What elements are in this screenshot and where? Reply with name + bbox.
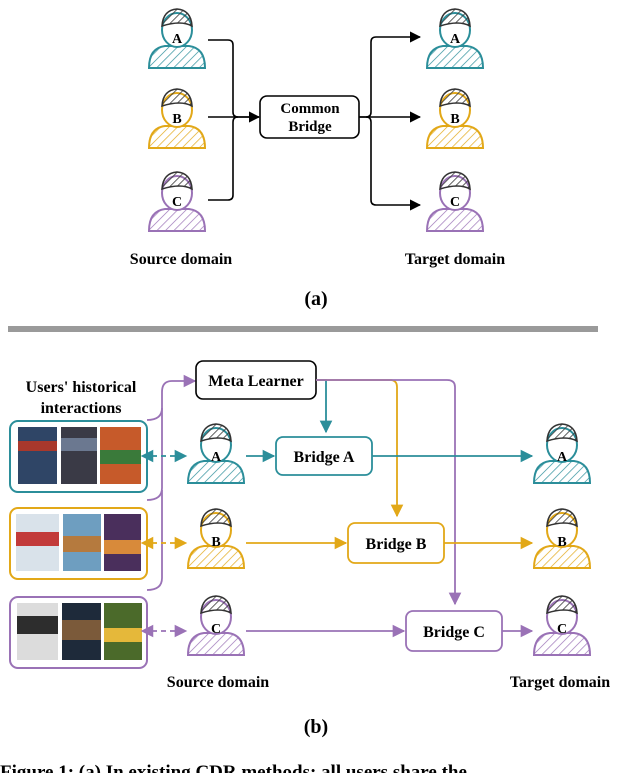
user-letter: B [172, 112, 181, 127]
user-icon-c-target: C [425, 171, 485, 232]
user-icon-a-source-b: A [186, 423, 246, 484]
user-icon-c-source-b: C [186, 595, 246, 656]
user-icon-a-target-b: A [532, 423, 592, 484]
history-box-a [9, 420, 148, 493]
user-icon-b-source: B [147, 88, 207, 149]
user-letter: C [450, 195, 460, 210]
common-bridge-line-2: Bridge [288, 119, 332, 135]
user-letter: A [557, 450, 568, 465]
bridge-c-label: Bridge C [423, 624, 485, 641]
source-domain-label-b: Source domain [167, 674, 269, 691]
meta-learner-label: Meta Learner [208, 373, 304, 390]
bridge-a-label: Bridge A [294, 449, 355, 466]
user-letter: C [211, 622, 221, 637]
history-bracket-b [146, 408, 163, 501]
user-icon-b-target: B [425, 88, 485, 149]
connector-bridge-to-a [359, 31, 422, 118]
user-letter: B [450, 112, 459, 127]
meta-to-bridge-c [316, 379, 462, 606]
panel-divider [8, 326, 598, 332]
user-icon-a-target: A [425, 8, 485, 69]
user-letter: C [557, 622, 567, 637]
bridge-b-box: Bridge B [347, 522, 445, 564]
common-bridge-box: Common Bridge [259, 95, 360, 139]
user-icon-c-target-b: C [532, 595, 592, 656]
target-domain-label-a: Target domain [405, 251, 505, 268]
user-letter: A [172, 32, 183, 47]
history-label-line-1: Users' historical [26, 379, 137, 396]
user-icon-c-source: C [147, 171, 207, 232]
history-box-c [9, 596, 148, 669]
panel-b-label: (b) [304, 716, 328, 738]
connector-bridge-to-c [365, 116, 422, 211]
history-to-meta-connector [146, 374, 197, 421]
user-letter: A [211, 450, 222, 465]
panel-a: A B C Common Bridge [130, 8, 505, 310]
panel-b: Users' historical interactions [9, 360, 610, 738]
common-bridge-line-1: Common [280, 101, 340, 117]
movie-poster [18, 427, 57, 484]
user-icon-b-source-b: B [186, 508, 246, 569]
user-letter: C [172, 195, 182, 210]
user-icon-b-target-b: B [532, 508, 592, 569]
user-letter: B [211, 535, 220, 550]
target-domain-label-b: Target domain [510, 674, 610, 691]
history-bracket-c [146, 490, 163, 591]
connector-c-to-bridge [208, 116, 239, 201]
user-icon-a-source: A [147, 8, 207, 69]
bridge-b-label: Bridge B [366, 536, 427, 553]
meta-to-bridge-a [316, 379, 333, 434]
history-box-b [9, 507, 148, 580]
bridge-c-box: Bridge C [405, 610, 503, 652]
user-letter: B [557, 535, 566, 550]
user-letter: A [450, 32, 461, 47]
figure-caption: Figure 1: (a) In existing CDR methods: a… [0, 762, 467, 773]
meta-learner-box: Meta Learner [195, 360, 317, 400]
movie-poster [61, 427, 97, 484]
bridge-a-box: Bridge A [275, 436, 373, 476]
history-label-line-2: interactions [41, 400, 122, 417]
panel-a-label: (a) [304, 288, 327, 310]
source-domain-label-a: Source domain [130, 251, 232, 268]
connector-a-to-bridge [208, 39, 261, 123]
